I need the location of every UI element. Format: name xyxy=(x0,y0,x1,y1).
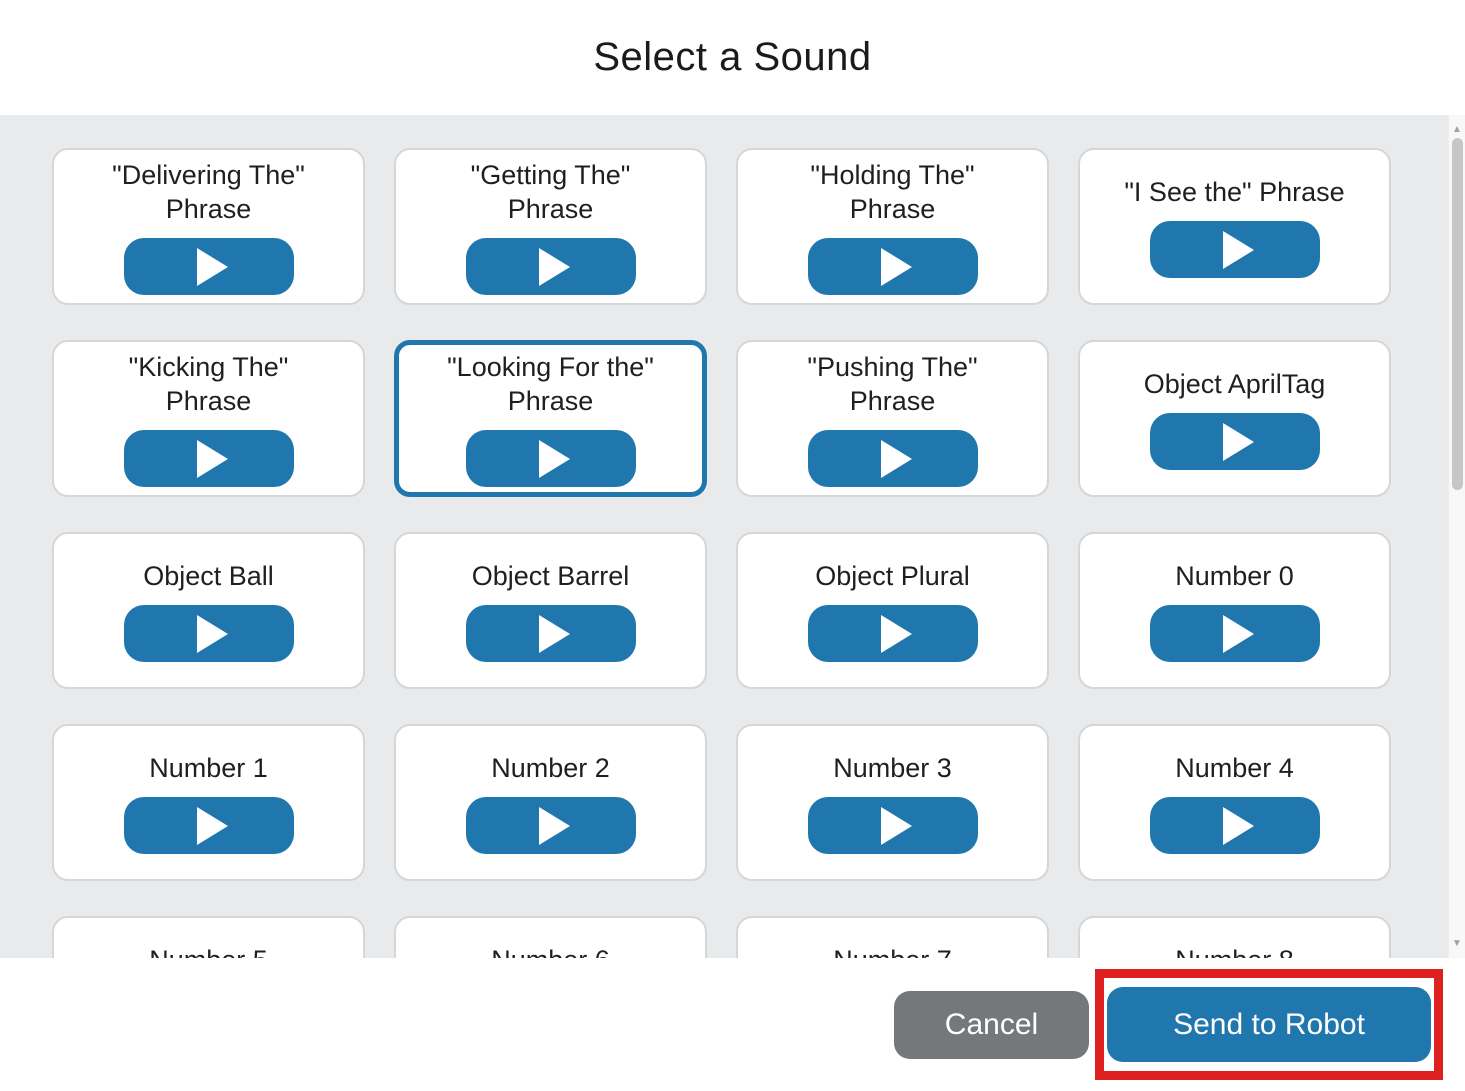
dialog-footer: Cancel Send to Robot xyxy=(0,958,1465,1091)
sound-card[interactable]: "Looking For the" Phrase xyxy=(394,340,707,497)
sound-card-label: "Holding The" Phrase xyxy=(810,160,975,224)
play-icon xyxy=(1223,230,1254,269)
sound-card[interactable]: Object Plural xyxy=(736,532,1049,689)
play-icon xyxy=(539,247,570,286)
sound-card-label: Number 7 xyxy=(833,943,952,958)
sound-card[interactable]: "Holding The" Phrase xyxy=(736,148,1049,305)
play-icon xyxy=(539,614,570,653)
sound-card-label: Object Barrel xyxy=(471,561,630,591)
sound-card[interactable]: Number 4 xyxy=(1078,724,1391,881)
sound-card-label: "Pushing The" Phrase xyxy=(807,352,978,416)
scrollbar-up-icon[interactable]: ▲ xyxy=(1452,124,1462,135)
sound-card-label: "Getting The" Phrase xyxy=(470,160,631,224)
play-button[interactable] xyxy=(123,430,294,487)
sound-card[interactable]: Number 8 xyxy=(1078,916,1391,958)
scrollbar-down-icon[interactable]: ▼ xyxy=(1452,938,1462,949)
sound-card[interactable]: Object AprilTag xyxy=(1078,340,1391,497)
cancel-button[interactable]: Cancel xyxy=(894,990,1089,1059)
play-button[interactable] xyxy=(1149,605,1320,662)
sound-card-label: Number 6 xyxy=(491,943,610,958)
play-icon xyxy=(1223,422,1254,461)
sound-card[interactable]: Number 0 xyxy=(1078,532,1391,689)
sound-card-label: Object Ball xyxy=(143,561,274,591)
annotation-highlight-box: Send to Robot xyxy=(1095,969,1443,1080)
sound-grid-scroll-area: "Delivering The" Phrase "Getting The" Ph… xyxy=(0,115,1465,958)
sound-card[interactable]: "Getting The" Phrase xyxy=(394,148,707,305)
play-button[interactable] xyxy=(465,238,636,295)
sound-card-label: Number 0 xyxy=(1175,561,1294,591)
sound-card-label: Number 1 xyxy=(149,753,268,783)
sound-grid: "Delivering The" Phrase "Getting The" Ph… xyxy=(0,115,1465,958)
sound-card-label: "Kicking The" Phrase xyxy=(128,352,289,416)
play-icon xyxy=(197,614,228,653)
sound-card[interactable]: Number 7 xyxy=(736,916,1049,958)
sound-card-label: Number 5 xyxy=(149,943,268,958)
play-button[interactable] xyxy=(1149,413,1320,470)
play-button[interactable] xyxy=(1149,221,1320,278)
sound-card[interactable]: "I See the" Phrase xyxy=(1078,148,1391,305)
sound-card-label: "Delivering The" Phrase xyxy=(112,160,305,224)
play-icon xyxy=(539,439,570,478)
play-icon xyxy=(1223,614,1254,653)
play-button[interactable] xyxy=(807,605,978,662)
play-button[interactable] xyxy=(465,797,636,854)
sound-card[interactable]: Number 1 xyxy=(52,724,365,881)
sound-card[interactable]: Number 2 xyxy=(394,724,707,881)
sound-card-label: Number 8 xyxy=(1175,943,1294,958)
send-to-robot-button[interactable]: Send to Robot xyxy=(1107,987,1431,1062)
play-button[interactable] xyxy=(123,238,294,295)
play-button[interactable] xyxy=(123,797,294,854)
play-button[interactable] xyxy=(807,797,978,854)
play-button[interactable] xyxy=(465,430,636,487)
sound-card-label: Object AprilTag xyxy=(1143,369,1326,399)
play-icon xyxy=(881,247,912,286)
sound-card[interactable]: Number 5 xyxy=(52,916,365,958)
vertical-scrollbar[interactable]: ▲ ▼ xyxy=(1448,115,1465,958)
sound-card[interactable]: "Delivering The" Phrase xyxy=(52,148,365,305)
sound-card[interactable]: Number 6 xyxy=(394,916,707,958)
sound-card[interactable]: Object Ball xyxy=(52,532,365,689)
play-button[interactable] xyxy=(807,430,978,487)
play-icon xyxy=(539,806,570,845)
sound-card-label: Object Plural xyxy=(815,561,970,591)
play-icon xyxy=(1223,806,1254,845)
sound-card-label: "Looking For the" Phrase xyxy=(447,352,654,416)
sound-card[interactable]: "Pushing The" Phrase xyxy=(736,340,1049,497)
play-icon xyxy=(881,806,912,845)
sound-card[interactable]: Object Barrel xyxy=(394,532,707,689)
sound-card-label: "I See the" Phrase xyxy=(1124,177,1345,207)
play-button[interactable] xyxy=(1149,797,1320,854)
sound-card-label: Number 3 xyxy=(833,753,952,783)
scrollbar-thumb[interactable] xyxy=(1452,138,1463,490)
play-button[interactable] xyxy=(465,605,636,662)
play-icon xyxy=(197,439,228,478)
play-icon xyxy=(197,806,228,845)
play-icon xyxy=(881,439,912,478)
dialog-header: Select a Sound xyxy=(0,0,1465,115)
play-icon xyxy=(881,614,912,653)
play-icon xyxy=(197,247,228,286)
sound-card-label: Number 2 xyxy=(491,753,610,783)
sound-card[interactable]: "Kicking The" Phrase xyxy=(52,340,365,497)
dialog-title: Select a Sound xyxy=(593,35,872,79)
play-button[interactable] xyxy=(123,605,294,662)
sound-card[interactable]: Number 3 xyxy=(736,724,1049,881)
play-button[interactable] xyxy=(807,238,978,295)
sound-card-label: Number 4 xyxy=(1175,753,1294,783)
